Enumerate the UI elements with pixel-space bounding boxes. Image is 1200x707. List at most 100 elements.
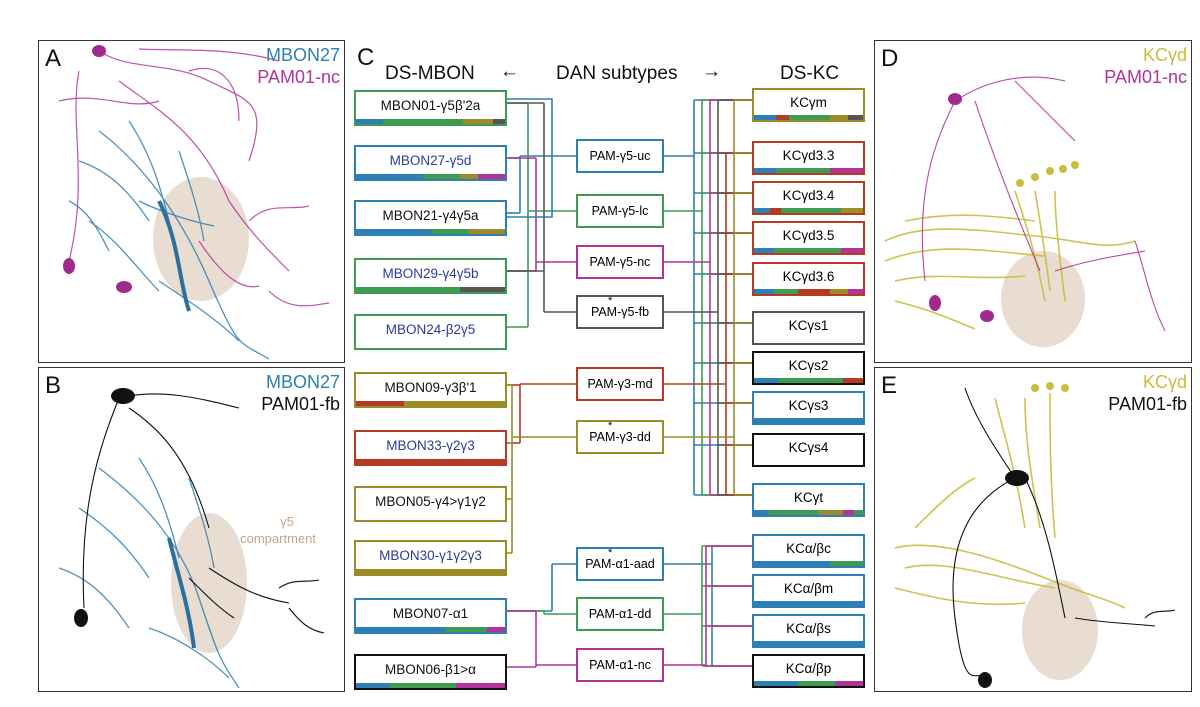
mbon-neurite [138, 457, 180, 559]
composition-bar-segment [478, 174, 505, 179]
kc-node: KCγd3.3 [752, 141, 865, 175]
mbon-neurite [138, 200, 215, 227]
mbon-node-label: MBON29-γ4γ5b [382, 266, 479, 281]
pam-neurite [58, 97, 160, 105]
panel-d-image [884, 76, 1166, 347]
header-left-arrow: ← [500, 61, 519, 82]
composition-bar-segment [356, 569, 505, 574]
kc-neurite [1014, 190, 1046, 302]
kc-node-label: KCα/βm [783, 581, 834, 596]
composition-bar-segment [356, 683, 389, 688]
pam-neurite [952, 477, 1016, 679]
dan-node-asterisk: * [608, 420, 613, 432]
kc-neurite [894, 300, 976, 330]
kc-soma [1061, 384, 1069, 392]
composition-bar-segment [843, 378, 863, 383]
kc-node-label: KCγt [793, 490, 824, 505]
panel-a-image [58, 45, 330, 360]
composition-bar [356, 627, 505, 632]
mbon-node: MBON33-γ2γ3 [354, 430, 507, 466]
mbon-node-label: MBON27-γ5d [389, 153, 472, 168]
mbon-neurite [98, 130, 270, 360]
kc-node: KCα/βs [752, 614, 865, 648]
composition-bar-segment [754, 248, 774, 253]
composition-bar-segment [797, 289, 831, 294]
panel-a: A MBON27 PAM01-nc [38, 40, 345, 363]
composition-bar-segment [830, 289, 848, 294]
panel-letter: D [881, 45, 899, 72]
kc-node-label: KCγm [790, 95, 827, 110]
pam-neurite [1144, 609, 1176, 619]
composition-bar-segment [356, 627, 446, 632]
mbon-node-label: MBON01-γ5β'2a [380, 98, 481, 113]
composition-bar-segment [834, 681, 863, 686]
kc-soma [1031, 384, 1039, 392]
kc-node-label: KCγs3 [788, 398, 829, 413]
composition-bar-segment [356, 119, 383, 124]
mbon-neurite [78, 507, 150, 579]
header-right-arrow: → [702, 61, 721, 82]
composition-bar-segment [403, 401, 505, 406]
kc-neurite [894, 587, 1026, 606]
kc-node-label: KCγs2 [788, 358, 829, 373]
composition-bar [754, 289, 863, 294]
composition-bar-segment [773, 248, 842, 253]
mbon-node-label: MBON30-γ1γ2γ3 [379, 548, 482, 563]
kc-node-label: KCγd3.3 [782, 148, 835, 163]
kc-node-label: KCγs4 [788, 440, 829, 455]
mbon-neurite [68, 200, 110, 252]
kc-node: KCγs2 [752, 351, 865, 385]
pam-neurite [68, 70, 80, 262]
kc-neurite [894, 275, 1026, 282]
panel-b-image [58, 388, 325, 689]
panel-d: D KCγd PAM01-nc [874, 40, 1192, 363]
pam-neurite [1054, 250, 1146, 272]
dan-node-label: PAM-γ5-uc [589, 149, 651, 163]
mbon-neurite [158, 280, 240, 342]
dan-node: PAM-γ5-fb* [576, 295, 664, 329]
composition-bar-segment [382, 119, 464, 124]
composition-bar [356, 569, 505, 574]
dan-node-label: PAM-γ5-nc [589, 255, 651, 269]
dan-node-label: PAM-γ3-dd [589, 430, 651, 444]
pam-neurite [268, 290, 330, 307]
dan-node-asterisk: * [608, 547, 613, 559]
kc-soma [1046, 167, 1054, 175]
kc-soma [1016, 179, 1024, 187]
kc-neurite [914, 477, 976, 529]
composition-bar [356, 287, 505, 292]
mbon-node: MBON29-γ4γ5b [354, 258, 507, 294]
composition-bar [754, 208, 863, 213]
kc-node: KCγs1 [752, 311, 865, 345]
composition-bar [754, 510, 863, 515]
composition-bar-segment [463, 119, 494, 124]
composition-bar-segment [754, 289, 774, 294]
mbon-axon [167, 537, 196, 649]
mbon-node: MBON01-γ5β'2a [354, 90, 507, 126]
mbon-node: MBON24-β2γ5 [354, 314, 507, 350]
composition-bar-segment [356, 174, 424, 179]
composition-bar-segment [356, 401, 404, 406]
pam-neurite [118, 80, 230, 202]
pam-soma [92, 45, 106, 57]
panel-letter: C [357, 44, 375, 71]
composition-bar-segment [467, 229, 505, 234]
pam-neurite [98, 50, 258, 162]
legend-pam: PAM01-fb [261, 394, 340, 414]
pam-neurite [198, 240, 260, 288]
composition-bar-segment [854, 510, 863, 515]
composition-bar-segment [356, 229, 431, 234]
composition-bar-segment [487, 627, 505, 632]
legend-kc: KCγd [1142, 372, 1187, 392]
kc-neurite [1054, 190, 1066, 302]
kc-neurite [904, 564, 1056, 589]
compartment-label: compartment [240, 531, 316, 546]
composition-bar-segment [356, 287, 461, 292]
kc-node: KCγd3.4 [752, 181, 865, 215]
compartment-shape [1001, 251, 1085, 347]
pam-neurite [964, 387, 1016, 479]
composition-bar [356, 459, 505, 464]
pam-neurite [208, 567, 290, 604]
legend-mbon: MBON27 [265, 372, 340, 392]
composition-bar-segment [754, 418, 863, 423]
